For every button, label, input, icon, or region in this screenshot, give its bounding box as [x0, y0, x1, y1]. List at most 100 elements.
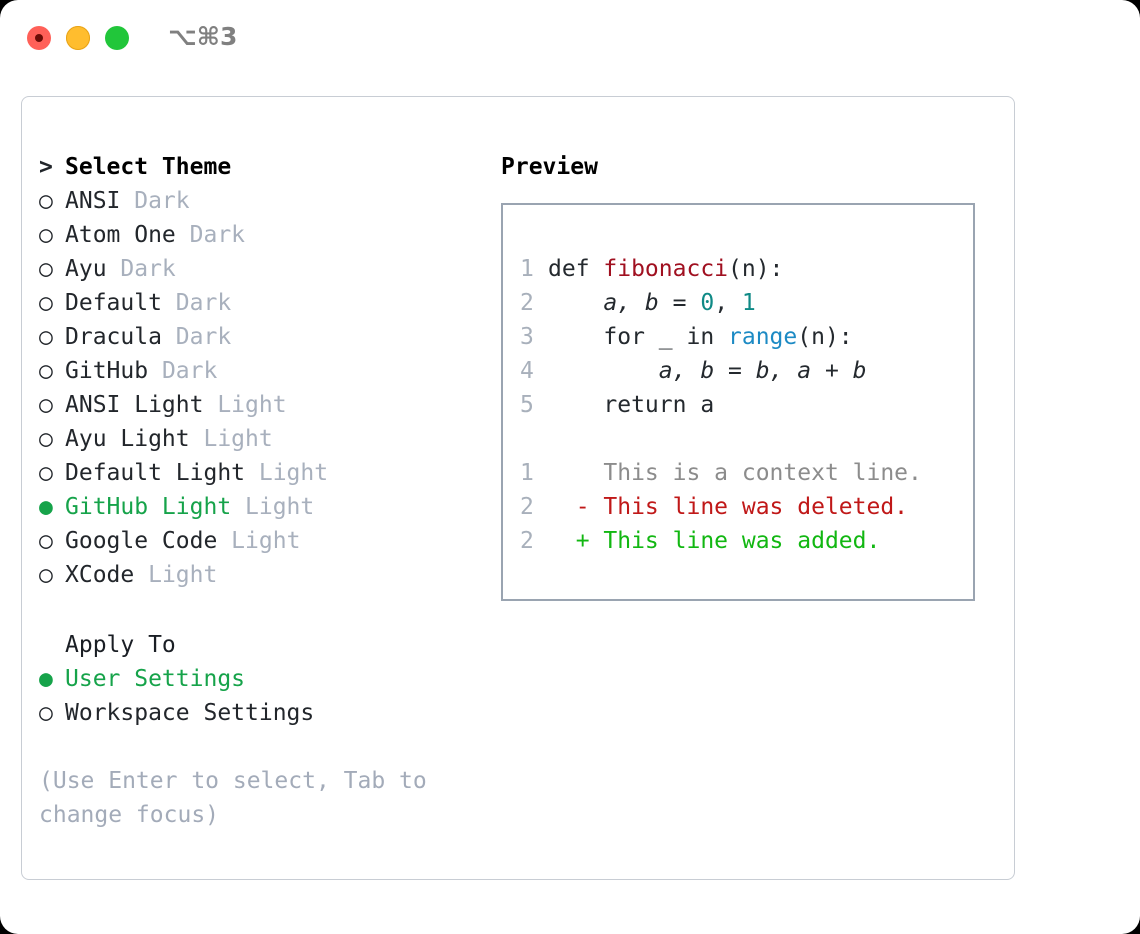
theme-option-ansi-light[interactable]: ○ ANSI Light Light [39, 388, 469, 422]
code-token: , [714, 290, 742, 316]
code-line: 4 a, b = b, a + b [520, 354, 922, 388]
line-number: 5 [520, 392, 534, 418]
apply-to-option-workspace-settings[interactable]: ○Workspace Settings [39, 696, 469, 730]
theme-variant-badge: Dark [120, 188, 190, 214]
radio-unselected-icon: ○ [39, 392, 53, 418]
theme-option-ayu[interactable]: ○ Ayu Dark [39, 252, 469, 286]
apply-to-list[interactable]: ● User Settings ○Workspace Settings [39, 662, 469, 730]
theme-name: GitHub [65, 358, 149, 384]
theme-option-github-light[interactable]: ● GitHub Light Light [39, 490, 469, 524]
code-token: a, b = [603, 290, 701, 316]
theme-variant-badge: Light [217, 528, 301, 554]
code-indent [548, 324, 603, 350]
line-number: 2 [520, 528, 534, 554]
line-number: 1 [520, 460, 534, 486]
radio-unselected-icon: ○ [39, 324, 53, 350]
section-spacer [39, 592, 469, 628]
line-number: 4 [520, 358, 534, 384]
radio-unselected-icon: ○ [39, 460, 53, 486]
theme-option-xcode[interactable]: ○XCode Light [39, 558, 469, 592]
line-number: 2 [520, 494, 534, 520]
title-bar: ⌥⌘3 [0, 0, 1140, 76]
code-token: a, b = b, a + b [658, 358, 867, 384]
radio-unselected-icon: ○ [39, 188, 53, 214]
code-token: 0 [700, 290, 715, 316]
code-indent [548, 358, 659, 384]
code-line: 3 for _ in range(n): [520, 320, 922, 354]
theme-option-github[interactable]: ○ GitHub Dark [39, 354, 469, 388]
radio-unselected-icon: ○ [39, 700, 53, 726]
code-token: 1 [741, 290, 756, 316]
code-line: 5 return a [520, 388, 922, 422]
diff-line-text: - This line was deleted. [548, 494, 909, 520]
minimize-button[interactable] [66, 26, 90, 50]
theme-variant-badge: Light [231, 494, 315, 520]
line-number: 3 [520, 324, 534, 350]
theme-name: Default [65, 290, 162, 316]
theme-name: Google Code [65, 528, 218, 554]
radio-unselected-icon: ○ [39, 290, 53, 316]
code-line: 1 def fibonacci(n): [520, 252, 922, 286]
theme-variant-badge: Dark [106, 256, 176, 282]
radio-unselected-icon: ○ [39, 222, 53, 248]
radio-unselected-icon: ○ [39, 358, 53, 384]
select-theme-title: Select Theme [65, 154, 232, 180]
theme-selection-column: >Select Theme ○ANSI Dark○Atom One Dark○A… [39, 150, 469, 832]
code-token: fibonacci [603, 256, 729, 282]
theme-variant-badge: Light [134, 562, 218, 588]
code-indent [548, 392, 603, 418]
theme-variant-badge: Light [203, 392, 287, 418]
line-number: 1 [520, 256, 534, 282]
theme-name: ANSI [65, 188, 121, 214]
prompt-caret-icon: > [39, 154, 53, 180]
diff-line: 1 This is a context line. [520, 456, 922, 490]
radio-selected-icon: ● [39, 494, 53, 520]
close-button[interactable] [27, 26, 51, 50]
theme-name: GitHub Light [65, 494, 232, 520]
theme-option-default-light[interactable]: ○ Default Light Light [39, 456, 469, 490]
theme-option-google-code[interactable]: ○ Google Code Light [39, 524, 469, 558]
code-token: range [728, 324, 798, 350]
theme-name: Ayu [65, 256, 107, 282]
code-indent [548, 290, 603, 316]
hint-spacer [39, 730, 469, 764]
theme-name: Default Light [65, 460, 246, 486]
theme-picker-panel: >Select Theme ○ANSI Dark○Atom One Dark○A… [21, 96, 1015, 880]
theme-option-ayu-light[interactable]: ○Ayu Light Light [39, 422, 469, 456]
apply-to-option-label: User Settings [65, 666, 246, 692]
keyboard-hint: (Use Enter to select, Tab to change focu… [39, 768, 427, 828]
theme-option-atom-one[interactable]: ○ Atom One Dark [39, 218, 469, 252]
radio-unselected-icon: ○ [39, 256, 53, 282]
theme-option-dracula[interactable]: ○ Dracula Dark [39, 320, 469, 354]
code-token: return a [603, 392, 715, 418]
code-token: def [548, 256, 604, 282]
theme-variant-badge: Dark [148, 358, 218, 384]
apply-to-text: Apply To [65, 632, 176, 658]
diff-line: 2 - This line was deleted. [520, 490, 922, 524]
line-number: 2 [520, 290, 534, 316]
radio-unselected-icon: ○ [39, 528, 53, 554]
theme-variant-badge: Dark [175, 222, 246, 248]
radio-selected-icon: ● [39, 666, 53, 692]
theme-name: XCode [65, 562, 135, 588]
code-token: for _ in [603, 324, 729, 350]
theme-option-default[interactable]: ○Default Dark [39, 286, 469, 320]
theme-name: ANSI Light [65, 392, 204, 418]
theme-name: Atom One [65, 222, 176, 248]
maximize-button[interactable] [105, 26, 129, 50]
code-token: (n): [728, 256, 784, 282]
diff-line: 2 + This line was added. [520, 524, 922, 558]
theme-variant-badge: Light [245, 460, 329, 486]
select-theme-header: > Select Theme [39, 150, 469, 184]
theme-variant-badge: Dark [161, 324, 232, 350]
diff-line-text: + This line was added. [548, 528, 881, 554]
theme-name: Dracula [65, 324, 162, 350]
theme-list[interactable]: ○ ANSI Dark ○ Atom One Dark ○ Ayu Dark ○ Defaul… [39, 184, 469, 592]
theme-option-ansi[interactable]: ○ ANSI Dark [39, 184, 469, 218]
code-line: 2 a, b = 0, 1 [520, 286, 922, 320]
apply-to-option-user-settings[interactable]: ● User Settings [39, 662, 469, 696]
